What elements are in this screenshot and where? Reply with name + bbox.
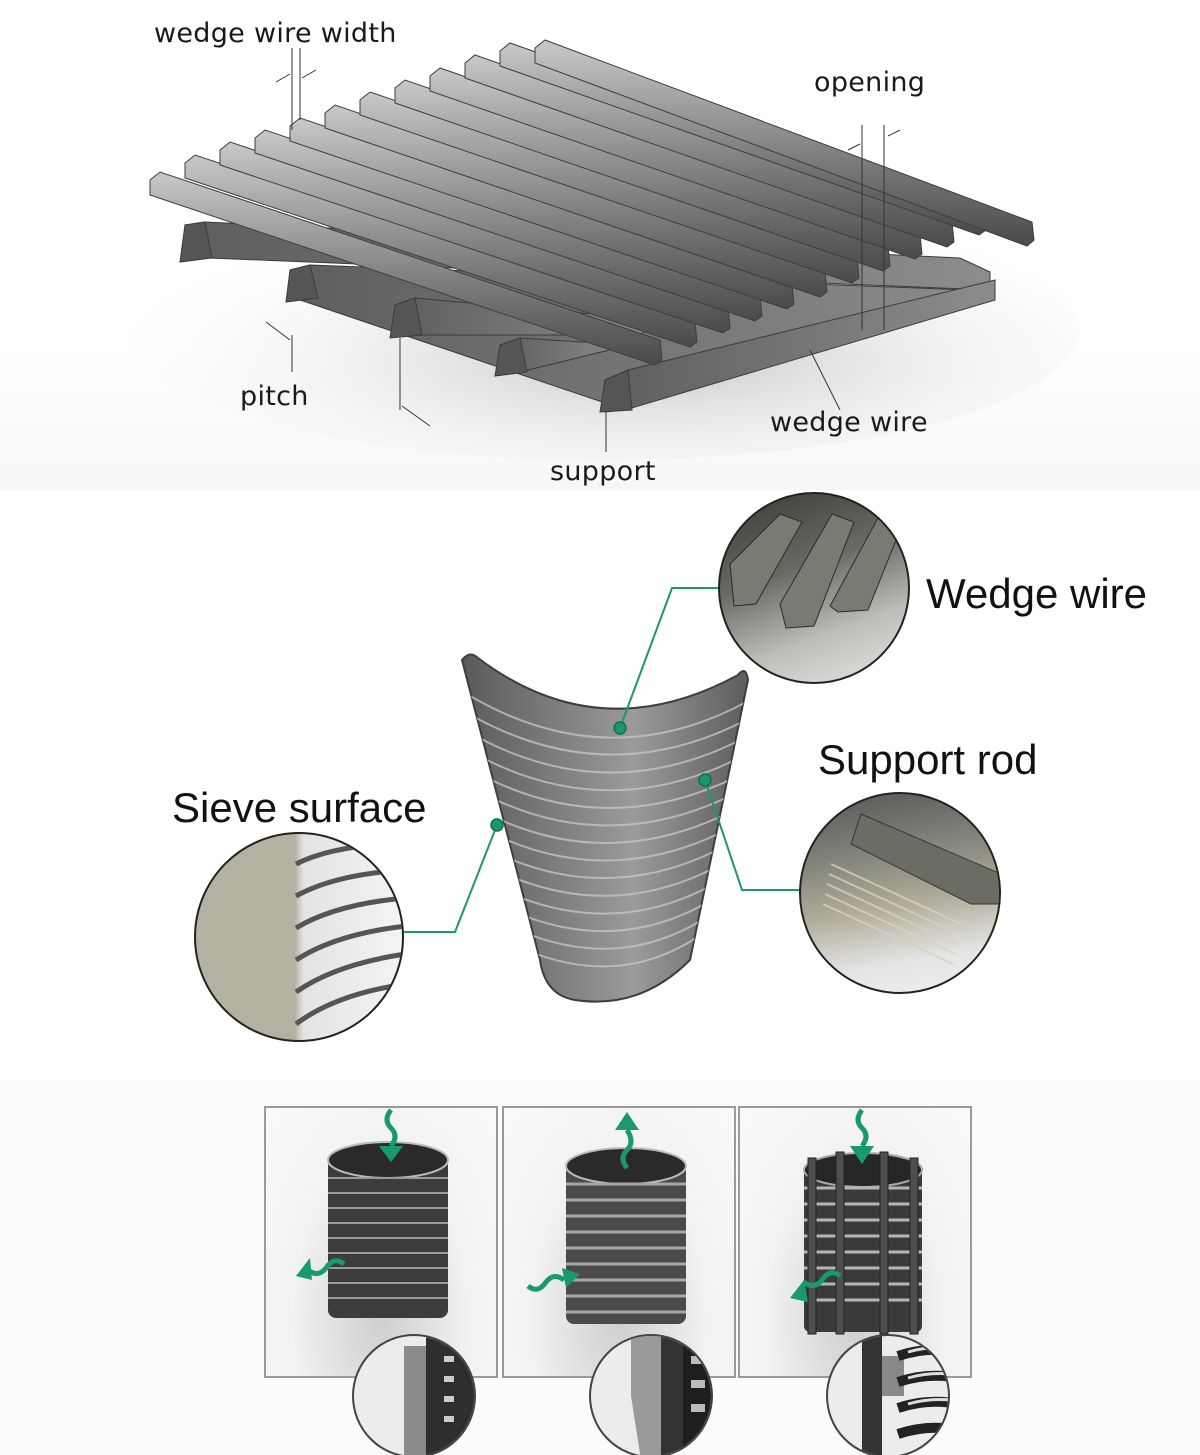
flow-panel-3-profile-inset: [826, 1334, 950, 1455]
flow-panel-2-profile-inset: [589, 1334, 713, 1455]
callout-label-wedge-wire: Wedge wire: [926, 570, 1147, 617]
flow-arrow-in-icon: [855, 1108, 869, 1148]
label-wedge-wire: wedge wire: [770, 407, 928, 438]
support-rod-detail-image: [799, 792, 1001, 994]
flow-arrow-in-icon: [384, 1108, 398, 1148]
sieve-rings: [462, 689, 748, 968]
flow-panel-1: [264, 1106, 498, 1378]
dimension-lines: [265, 48, 901, 452]
flow-arrow-out-icon: [802, 1270, 842, 1288]
sieve-surface-detail-image: [194, 832, 404, 1042]
callout-label-sieve-surface: Sieve surface: [172, 784, 427, 831]
flow-panel-3: [738, 1106, 972, 1378]
wedge-wires: [149, 39, 1035, 366]
label-wedge-wire-width: wedge wire width: [154, 18, 397, 49]
flow-arrow-in-icon: [526, 1274, 566, 1292]
callout-leader-lines: [404, 587, 802, 933]
flat-wedge-wire-panel-illustration: [120, 39, 1080, 460]
flow-arrow-out-icon: [306, 1258, 346, 1276]
flow-panel-1-profile-inset: [352, 1334, 476, 1455]
wedge-wire-detail-image: [718, 492, 910, 684]
label-opening: opening: [814, 67, 926, 98]
flat-panel-diagram-section: wedge wire width opening pitch wedge wir…: [0, 0, 1200, 490]
callout-anchor-dots: [490, 721, 712, 832]
flow-arrow-out-icon: [620, 1128, 634, 1170]
conical-sieve-illustration: [404, 587, 802, 1003]
callout-label-support-rod: Support rod: [818, 736, 1038, 783]
label-support: support: [550, 456, 656, 487]
sieve-callout-section: Wedge wire Support rod Sieve surface: [0, 490, 1200, 1080]
label-pitch: pitch: [240, 381, 309, 412]
